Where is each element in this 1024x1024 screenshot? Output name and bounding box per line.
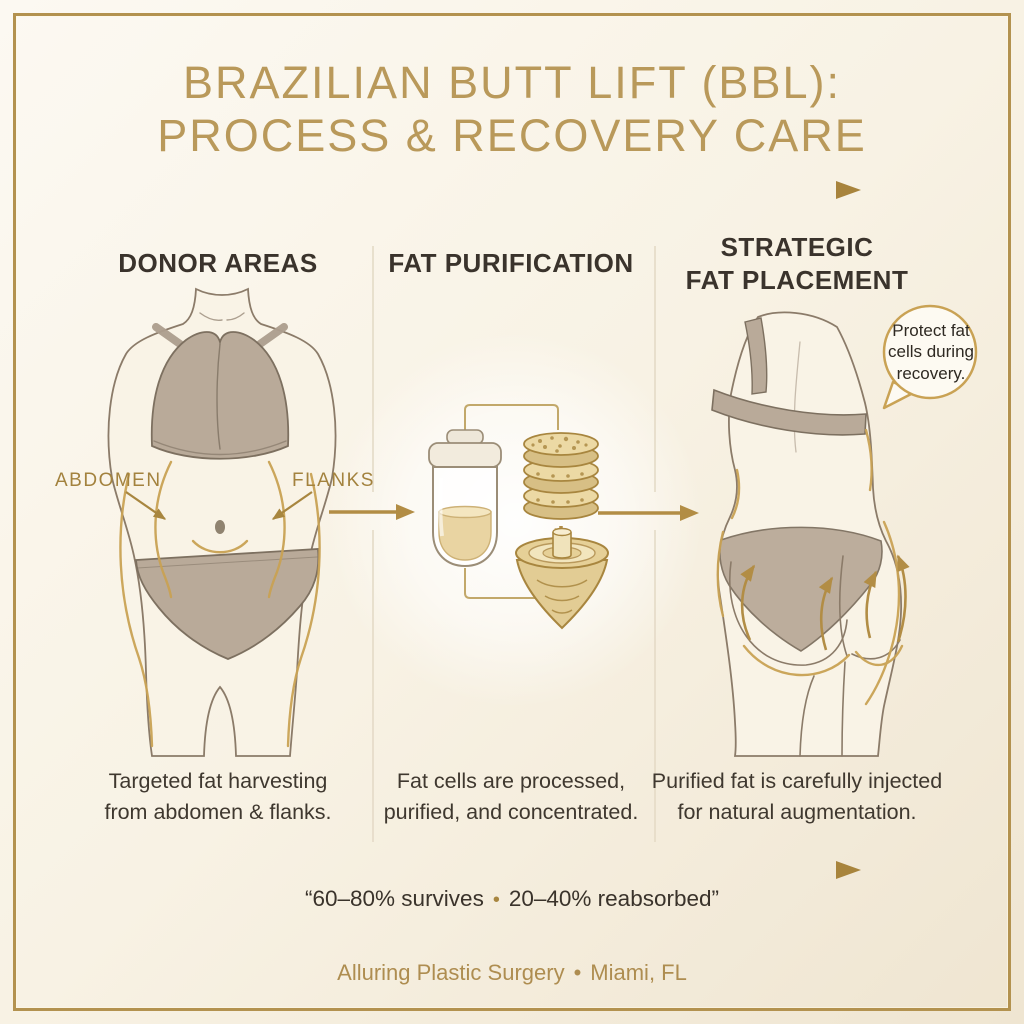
caption-line: purified, and concentrated. <box>383 799 639 824</box>
stats-bullet: • <box>492 889 500 911</box>
header-line: DONOR AREAS <box>118 248 318 279</box>
header-line: FAT PLACEMENT <box>685 265 909 295</box>
clinic-footer: Alluring Plastic Surgery • Miami, FL <box>0 960 1024 986</box>
filter-discs-icon <box>523 432 599 520</box>
female-torso-front-illustration <box>107 287 337 757</box>
survival-stats-quote: “60–80% survives • 20–40% reabsorbed” <box>0 886 1024 912</box>
stats-right: 20–40% reabsorbed” <box>508 886 719 911</box>
flanks-pointer-arrow-icon <box>271 491 313 520</box>
caption-fat-purification: Fat cells are processed, purified, and c… <box>351 766 671 827</box>
column-header-donor-areas: DONOR AREAS <box>68 228 368 300</box>
header-line: STRATEGIC <box>720 231 874 262</box>
caption-line: Targeted fat harvesting <box>108 769 328 793</box>
top-flow-arrow-icon <box>168 181 861 199</box>
footer-bullet: • <box>573 960 582 985</box>
connector-lines <box>464 404 559 599</box>
flow-arrow-1-icon <box>329 504 415 520</box>
speech-bubble-icon <box>882 304 978 410</box>
female-figure-rear-illustration <box>711 311 904 757</box>
stats-left: “60–80% survives <box>304 886 484 911</box>
clinic-location: Miami, FL <box>590 960 687 985</box>
column-header-fat-purification: FAT PURIFICATION <box>361 228 661 300</box>
speech-bubble-text: Protect fat cells during recovery. <box>882 320 980 384</box>
caption-line: Fat cells are processed, <box>396 769 626 793</box>
title-line-1: BRAZILIAN BUTT LIFT (BBL): <box>183 57 841 108</box>
fat-placement-arrows-icon <box>740 554 910 651</box>
abdomen-pointer-arrow-icon <box>125 491 167 520</box>
flanks-label: FLANKS <box>292 470 375 491</box>
caption-line: for natural augmentation. <box>677 799 917 824</box>
caption-fat-placement: Purified fat is carefully injected for n… <box>637 766 957 827</box>
bottom-flow-arrow-icon <box>168 861 861 879</box>
collection-canister-icon <box>428 429 502 568</box>
page-title: BRAZILIAN BUTT LIFT (BBL): PROCESS & REC… <box>0 56 1024 162</box>
title-line-2: PROCESS & RECOVERY CARE <box>157 110 867 162</box>
column-header-strategic-fat-placement: STRATEGIC FAT PLACEMENT <box>647 228 947 300</box>
abdomen-label: ABDOMEN <box>55 470 162 491</box>
caption-line: from abdomen & flanks. <box>104 799 332 824</box>
purification-glow <box>330 335 700 705</box>
clinic-name: Alluring Plastic Surgery <box>337 960 565 985</box>
bubble-line: cells during <box>888 342 974 362</box>
bubble-line: recovery. <box>896 363 966 383</box>
header-line: FAT PURIFICATION <box>388 248 634 279</box>
caption-donor-areas: Targeted fat harvesting from abdomen & f… <box>58 766 378 827</box>
bubble-line: Protect fat <box>892 321 970 340</box>
centrifuge-funnel-icon <box>515 527 609 630</box>
column-dividers <box>372 246 656 842</box>
flow-arrow-2-icon <box>598 505 699 521</box>
caption-line: Purified fat is carefully injected <box>651 769 943 793</box>
